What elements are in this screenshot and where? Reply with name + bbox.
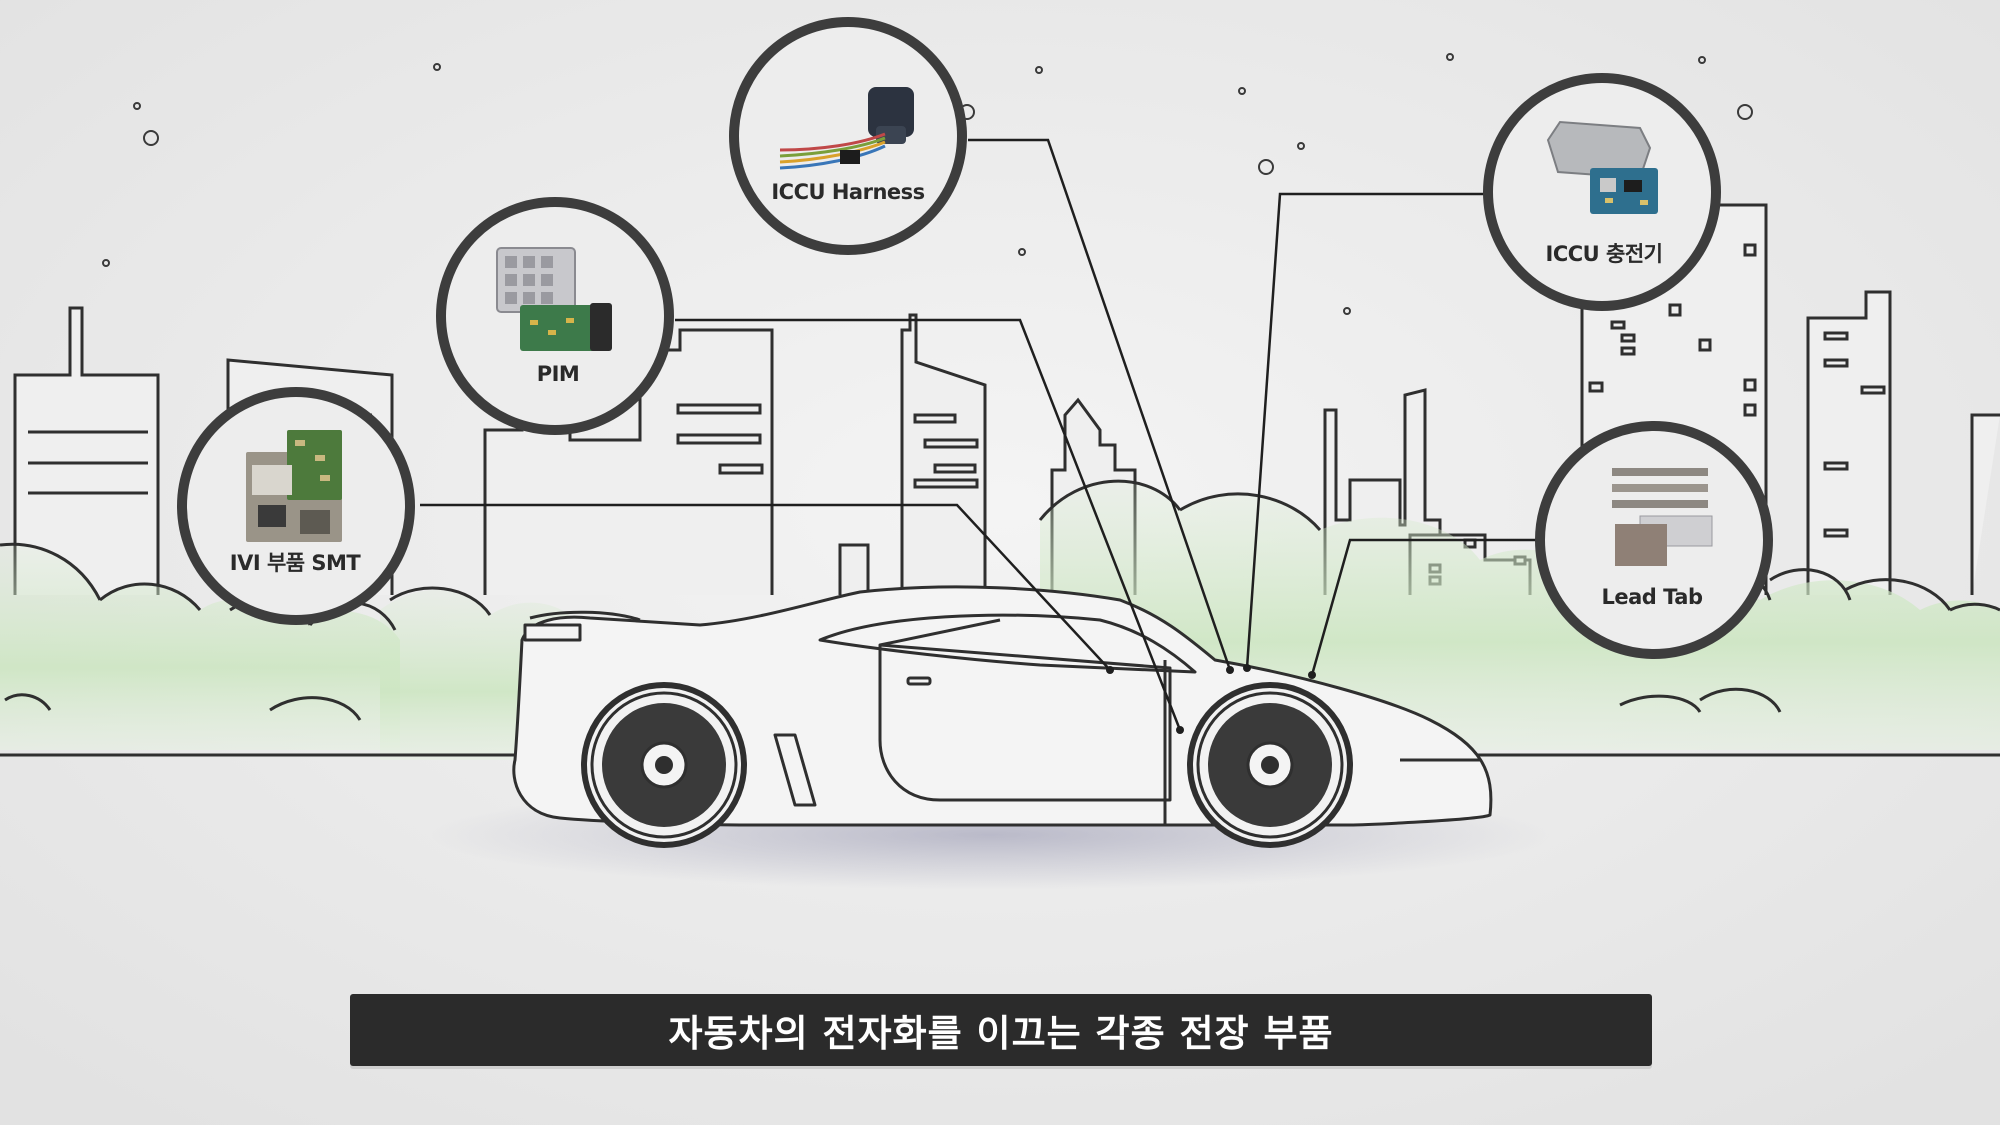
callout-label-lead-tab: Lead Tab: [1601, 585, 1703, 609]
sky-dots: [102, 53, 1753, 315]
leader-dots: [1106, 664, 1316, 734]
charger-unit-icon: [1546, 120, 1658, 214]
callout-label-ivi-smt: IVI 부품 SMT: [229, 551, 361, 575]
ivi-board-icon: [246, 430, 342, 542]
callout-label-iccu-harness: ICCU Harness: [771, 180, 925, 204]
caption-text: 자동차의 전자화를 이끄는 각종 전장 부품: [668, 1012, 1334, 1055]
rear-wheel: [584, 685, 744, 845]
front-wheel: [1190, 685, 1350, 845]
callout-label-iccu-charger: ICCU 충전기: [1545, 242, 1663, 266]
callout-label-pim: PIM: [536, 362, 580, 386]
leader-lines: [420, 138, 1550, 731]
caption-bar: 자동차의 전자화를 이끄는 각종 전장 부품: [350, 994, 1652, 1066]
lead-tab-icon: [1612, 468, 1713, 566]
harness-connector-icon: [779, 87, 914, 170]
pim-module-icon: [496, 247, 612, 351]
